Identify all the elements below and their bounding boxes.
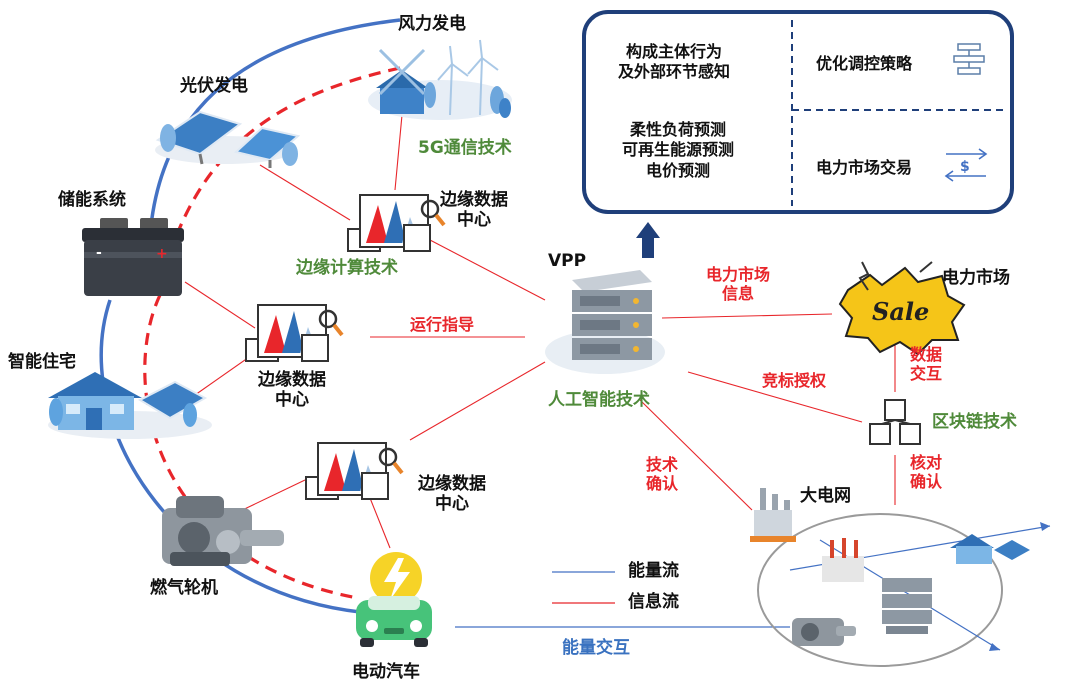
label-edge-mid: 边缘数据中心 xyxy=(258,370,326,411)
label-guidance: 运行指导 xyxy=(410,315,475,334)
label-edge-bottom: 边缘数据中心 xyxy=(418,474,486,515)
label-data-exchange: 数据交互 xyxy=(910,345,943,383)
legend-energy-flow: 能量流 xyxy=(628,561,679,581)
panel-trade: 电力市场交易 xyxy=(816,158,913,177)
solar-panel-icon xyxy=(155,110,301,168)
label-wind: 风力发电 xyxy=(398,14,466,34)
sale-badge-text: Sale xyxy=(872,297,929,326)
blockchain-icon xyxy=(869,399,921,445)
label-grid: 大电网 xyxy=(800,486,851,506)
panel-forecast: 柔性负荷预测可再生能源预测电价预测 xyxy=(622,120,735,180)
panel-perception: 构成主体行为及外部环节感知 xyxy=(618,42,731,82)
info-loop-lower xyxy=(143,294,359,600)
label-pv: 光伏发电 xyxy=(180,76,248,96)
strategy-icon xyxy=(953,43,985,75)
sale-market-icon: Sale xyxy=(838,261,966,356)
trade-icon: $ xyxy=(944,148,988,182)
label-ev: 电动汽车 xyxy=(352,662,420,682)
legend-info-flow: 信息流 xyxy=(628,592,679,612)
edge-center-icon-top xyxy=(347,194,446,252)
svg-text:$: $ xyxy=(960,159,970,175)
battery-icon: - + xyxy=(82,218,184,296)
panel-dividers: $ xyxy=(791,20,1006,206)
vpp-server-icon xyxy=(545,270,665,374)
panel-optimize: 优化调控策略 xyxy=(816,54,913,73)
electric-car-icon xyxy=(356,552,432,647)
grid-icon xyxy=(750,488,1051,667)
smart-home-icon xyxy=(48,372,212,439)
label-5g-tech: 5G通信技术 xyxy=(418,138,512,158)
label-tech-confirm: 技术确认 xyxy=(646,455,679,493)
label-turbine: 燃气轮机 xyxy=(150,578,218,598)
label-blockchain-tech: 区块链技术 xyxy=(932,412,1017,432)
svg-text:-: - xyxy=(96,245,102,261)
svg-text:+: + xyxy=(156,246,168,262)
label-market-info: 电力市场信息 xyxy=(706,265,771,303)
label-home: 智能住宅 xyxy=(8,352,76,372)
edge-center-icon-mid xyxy=(245,304,344,362)
vpp-function-panel: $ 构成主体行为及外部环节感知 柔性负荷预测可再生能源预测电价预测 优化调控策略… xyxy=(582,10,1014,214)
label-vpp: VPP xyxy=(548,251,587,271)
label-bid: 竞标授权 xyxy=(762,371,827,390)
energy-loop-lower xyxy=(99,299,361,614)
label-market: 电力市场 xyxy=(942,268,1010,288)
up-arrow xyxy=(636,222,660,258)
label-storage: 储能系统 xyxy=(58,190,126,210)
label-energy-exchange: 能量交互 xyxy=(562,638,630,658)
info-loop-upper xyxy=(176,66,401,233)
wind-farm-icon xyxy=(368,39,512,120)
label-verify: 核对确认 xyxy=(910,453,943,491)
edge-center-icon-bottom xyxy=(305,442,404,500)
label-edge-tech: 边缘计算技术 xyxy=(296,258,398,278)
gas-turbine-icon xyxy=(162,496,284,566)
label-edge-top: 边缘数据中心 xyxy=(440,190,508,231)
energy-loop-left xyxy=(148,18,401,236)
label-ai-tech: 人工智能技术 xyxy=(548,390,650,410)
